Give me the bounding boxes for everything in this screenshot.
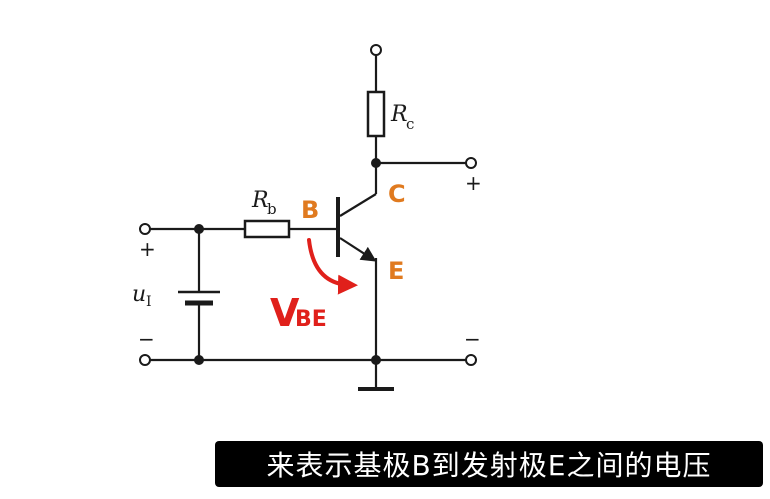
input-minus-terminal <box>139 354 151 366</box>
minus-sign-right: − <box>464 327 481 351</box>
transistor-collector-lead <box>339 193 377 217</box>
vbe-curved-arrow <box>307 238 358 295</box>
resistor-rb <box>243 219 291 239</box>
rc-label: R <box>390 102 408 127</box>
collector-supply-terminal <box>370 44 382 56</box>
plus-sign-left: + <box>139 237 156 261</box>
output-plus-terminal <box>465 157 477 169</box>
plus-sign-right: + <box>465 171 482 195</box>
collector-pin-label: C <box>388 180 406 208</box>
output-minus-terminal <box>465 354 477 366</box>
vbe-label-sub: BE <box>295 307 327 332</box>
subtitle-text: 来表示基极B到发射极E之间的电压 <box>266 449 712 482</box>
vbe-label: V <box>270 291 300 335</box>
input-bottom-junction <box>194 355 204 365</box>
subtitle-caption: 来表示基极B到发射极E之间的电压 <box>215 441 763 487</box>
ui-label-sub: I <box>146 294 152 310</box>
input-plus-terminal <box>139 223 151 235</box>
rc-label-sub: c <box>406 115 414 133</box>
resistor-rc <box>366 90 386 138</box>
transistor-emitter-lead <box>339 237 377 262</box>
rb-label-sub: b <box>267 200 277 218</box>
minus-sign-left: − <box>138 327 155 351</box>
base-pin-label: B <box>301 196 319 224</box>
rb-label: R <box>251 188 269 213</box>
emitter-pin-label: E <box>388 257 404 285</box>
ui-label: u <box>132 282 146 307</box>
